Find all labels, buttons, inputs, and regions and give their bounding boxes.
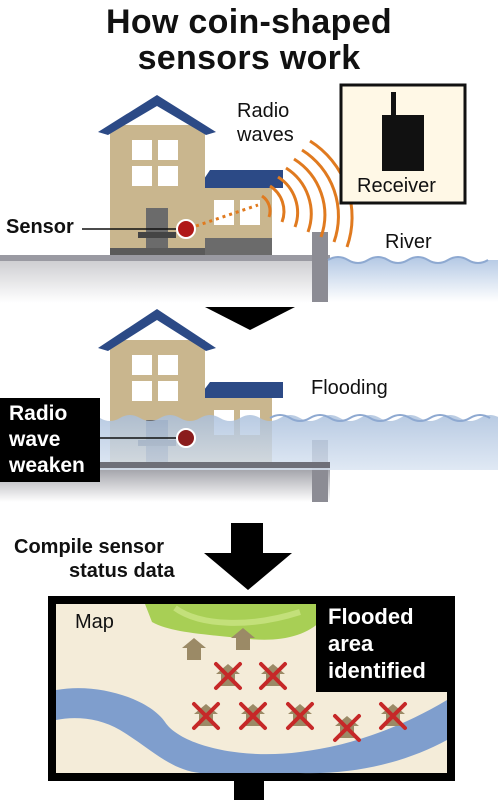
- ground-bank: [0, 255, 330, 303]
- panel-flooding: [0, 309, 498, 502]
- flooding-label: Flooding: [311, 377, 388, 399]
- flooded-house-marker: [259, 662, 287, 690]
- river-wall: [312, 232, 328, 302]
- flooded-label-3: identified: [328, 658, 426, 683]
- flooded-label-1: Flooded: [328, 604, 414, 629]
- flooded-house-marker: [192, 702, 220, 730]
- flooded-house-marker: [239, 702, 267, 730]
- flooded-house-marker: [379, 702, 407, 730]
- river-label: River: [385, 231, 432, 253]
- radio-waves-label-2: waves: [237, 124, 294, 146]
- map-label: Map: [75, 611, 114, 633]
- house-icon: [231, 628, 255, 650]
- cross-icon: [333, 714, 361, 742]
- receiver-device: [382, 115, 424, 171]
- river-water: [328, 257, 498, 302]
- radio-wave-arcs: [261, 139, 354, 248]
- flooded-house-marker: [286, 702, 314, 730]
- panel-map: [48, 596, 455, 800]
- cross-icon: [379, 702, 407, 730]
- flood-water: [0, 415, 498, 470]
- ground-bank-top: [0, 255, 330, 261]
- flooded-house-marker: [333, 714, 361, 742]
- radio-waves-label-1: Radio: [237, 100, 290, 122]
- flooded-box: [316, 596, 455, 692]
- cross-icon: [286, 702, 314, 730]
- panel-normal: [0, 83, 498, 303]
- weaken-label-2: wave: [9, 428, 61, 451]
- compile-label-1: Compile sensor: [14, 536, 165, 558]
- sensor-dot: [176, 219, 196, 239]
- arrow-down-1: [205, 307, 295, 330]
- title-line-1: How coin-shaped: [106, 3, 392, 41]
- weaken-box: [0, 398, 100, 482]
- cross-icon: [192, 702, 220, 730]
- compile-label-2: status data: [69, 560, 175, 582]
- arrow-down-2: [204, 523, 292, 590]
- sensor-dot-flooded: [176, 428, 196, 448]
- receiver-label: Receiver: [357, 175, 436, 197]
- sensor-label: Sensor: [6, 216, 74, 238]
- weaken-label-1: Radio: [9, 402, 68, 425]
- map-river: [56, 688, 447, 774]
- flooded-label-2: area: [328, 631, 374, 656]
- weaken-label-3: weaken: [9, 454, 85, 477]
- title-line-2: sensors work: [137, 39, 361, 77]
- flooded-house-marker: [214, 662, 242, 690]
- house-icon: [182, 638, 206, 660]
- cross-icon: [214, 662, 242, 690]
- cross-icon: [239, 702, 267, 730]
- cross-icon: [259, 662, 287, 690]
